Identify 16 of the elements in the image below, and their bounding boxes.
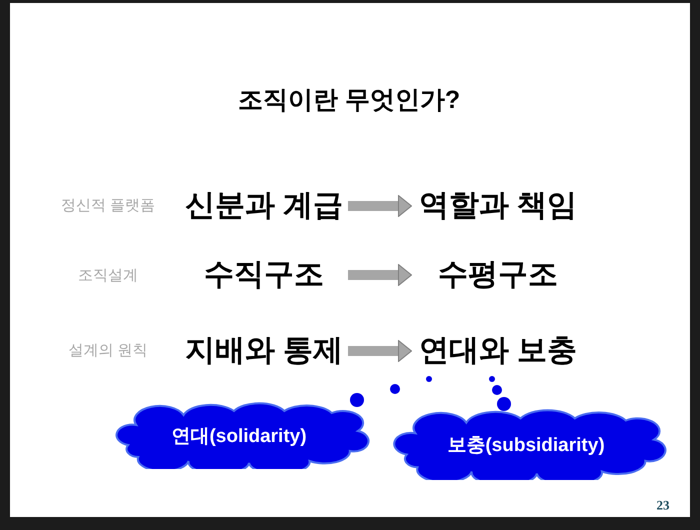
slide-title: 조직이란 무엇인가? (238, 85, 460, 116)
term-label: 지배와 통제 (184, 333, 344, 369)
term-label: 수직구조 (204, 257, 324, 293)
arrow (348, 264, 412, 286)
term-label: 수평구조 (438, 257, 558, 293)
arrow (348, 195, 412, 217)
page-number: 23 (656, 496, 670, 514)
term-label: 연대와 보충 (418, 333, 578, 369)
row-label: 설계의 원칙 (68, 340, 148, 361)
cloud-label: 보충(subsidiarity) (447, 434, 605, 458)
term-label: 역할과 책임 (418, 188, 578, 224)
cloud-label: 연대(solidarity) (171, 424, 307, 449)
term-label: 신분과 계급 (184, 188, 344, 224)
arrow (348, 340, 412, 362)
row-label: 정신적 플랫폼 (60, 196, 156, 216)
row-label: 조직설계 (78, 266, 138, 286)
